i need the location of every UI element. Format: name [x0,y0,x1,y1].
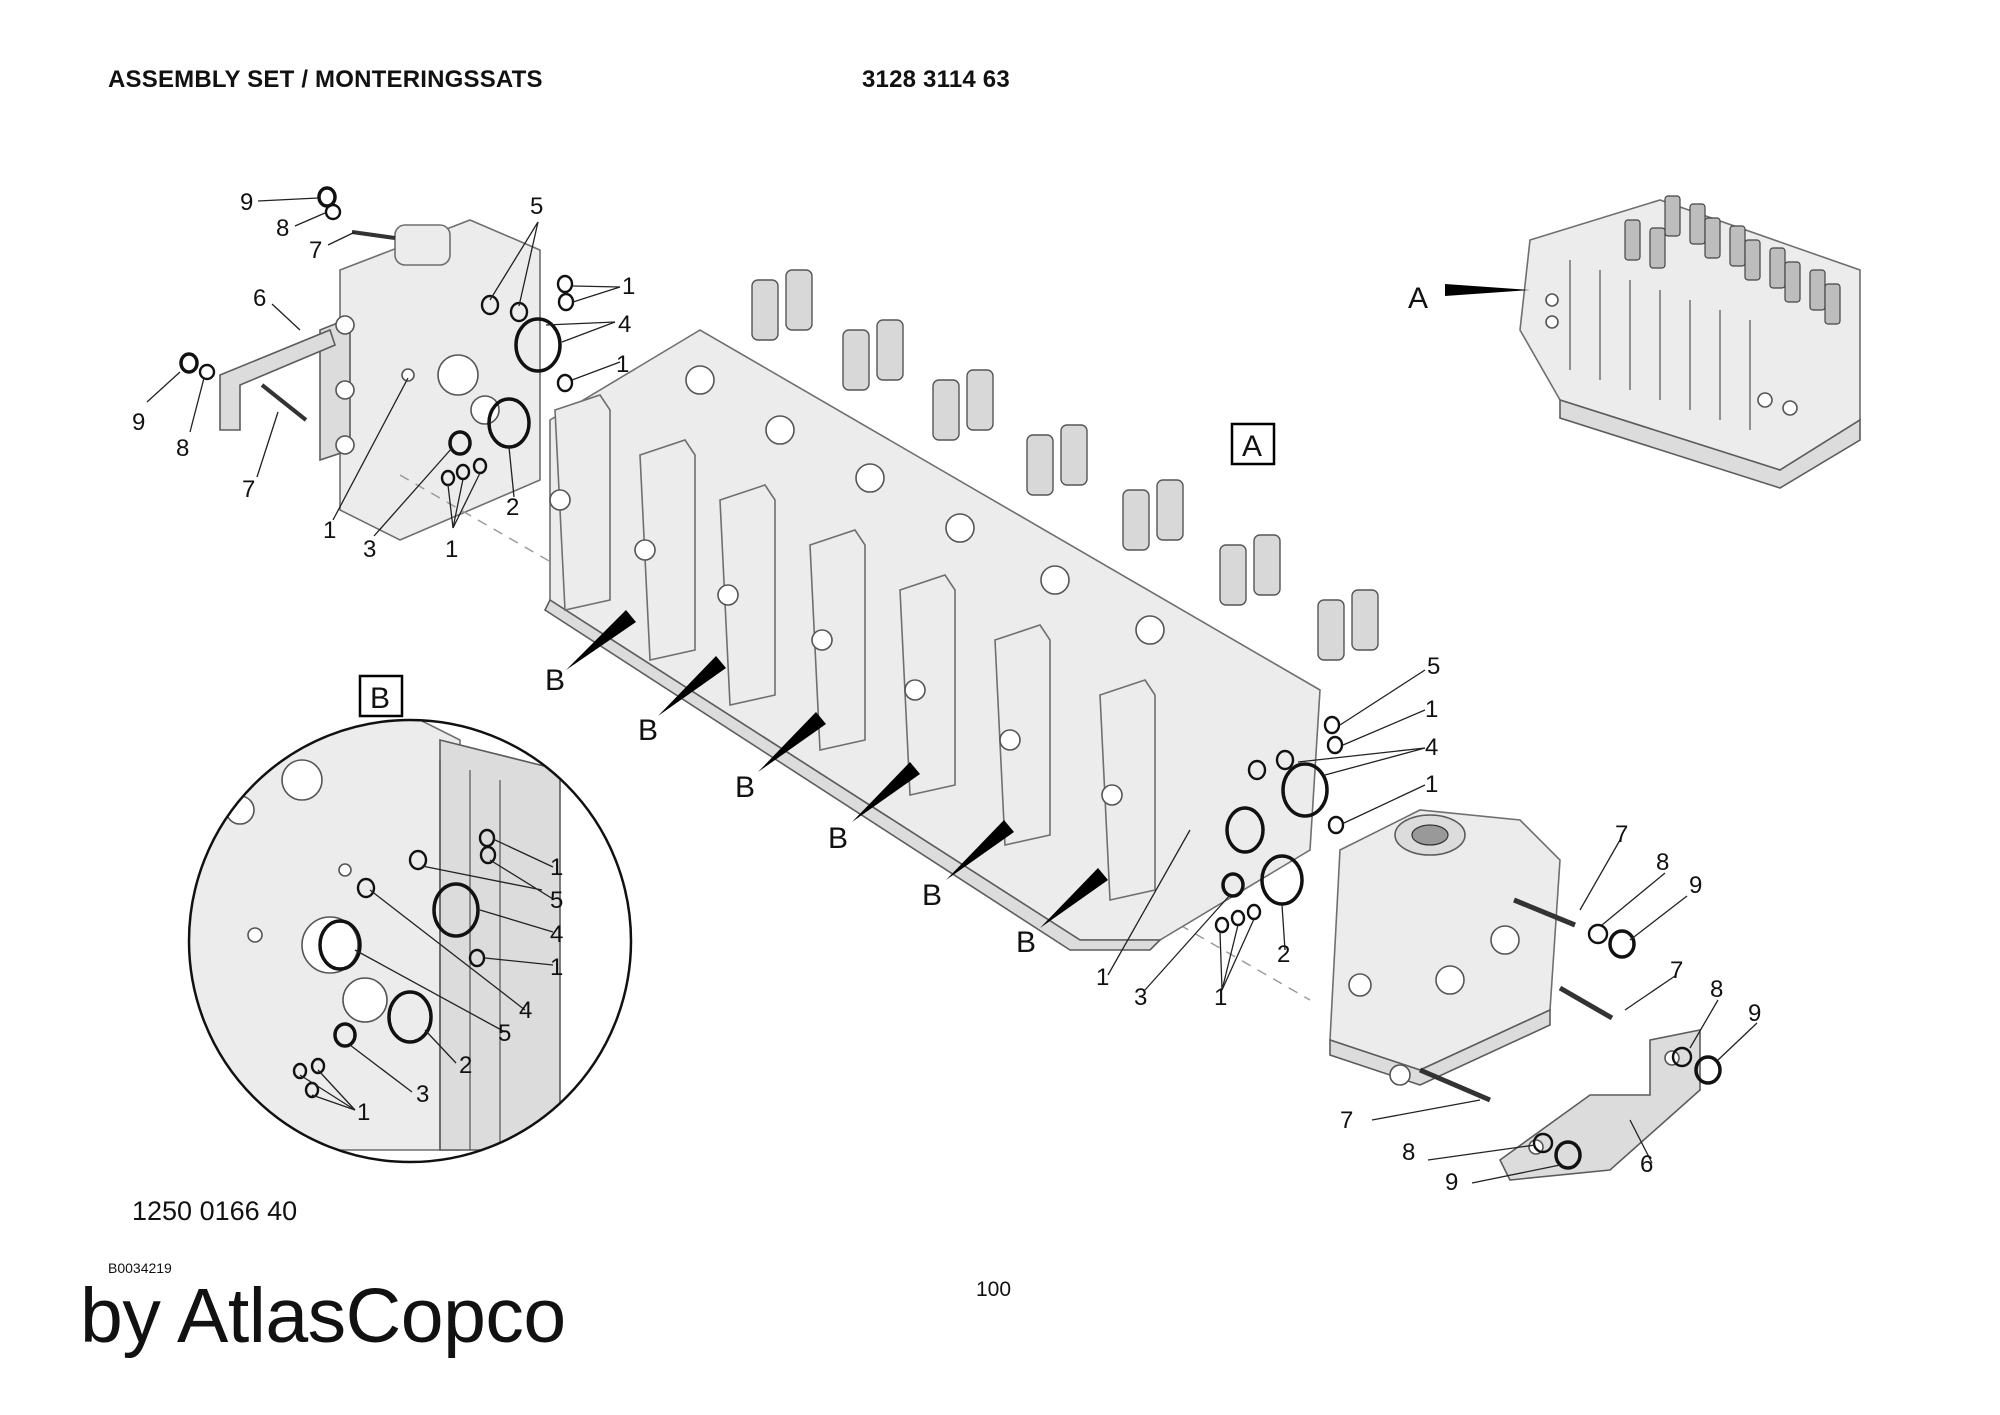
callout-1: 1 [323,517,336,544]
detail-view-b [187,718,633,1164]
callout-7: 7 [1670,957,1683,984]
callout-2: 2 [459,1052,472,1079]
callout-4: 4 [618,311,631,338]
callout-leaders [146,197,1758,1184]
callout-4: 4 [1425,734,1438,761]
view-a-label: A [1242,430,1262,463]
callout-5: 5 [550,887,563,914]
callout-5: 5 [498,1020,511,1047]
callout-9: 9 [1748,1000,1761,1027]
callout-1: 1 [622,273,635,300]
callout-8: 8 [176,435,189,462]
left-end-plate [219,219,541,541]
view-b-pointer-1: B [545,664,565,697]
assembled-valve-inset: A [1408,195,1861,489]
callout-7: 7 [1340,1107,1353,1134]
callout-numbers: 9 8 7 6 9 8 7 5 1 4 1 1 3 1 2 5 1 4 1 1 … [132,189,1761,1196]
callout-5: 5 [1427,653,1440,680]
callout-2: 2 [506,494,519,521]
right-end-plate [1329,809,1701,1181]
view-b-label: B [370,682,390,715]
callout-7: 7 [309,237,322,264]
callout-1: 1 [445,536,458,563]
callout-8: 8 [1710,976,1723,1003]
callout-8: 8 [1402,1139,1415,1166]
callout-3: 3 [363,536,376,563]
view-b-pointer-4: B [828,822,848,855]
view-b-pointer-3: B [735,771,755,804]
view-a-frame [1230,422,1276,466]
view-b-pointer-2: B [638,714,658,747]
callout-5: 5 [530,193,543,220]
callout-9: 9 [132,409,145,436]
valve-section-stack: B B B B B B [543,269,1379,959]
brand-watermark: by AtlasCopco [80,1273,566,1359]
callout-3: 3 [416,1081,429,1108]
callout-1: 1 [616,351,629,378]
callout-1: 1 [357,1099,370,1126]
view-b-pointer-5: B [922,879,942,912]
callout-9: 9 [1689,872,1702,899]
view-b-pointer-6: B [1016,926,1036,959]
image-code: B0034219 [108,1260,172,1276]
drawing-reference-number: 1250 0166 40 [132,1196,298,1226]
callout-6: 6 [1640,1151,1653,1178]
callout-4: 4 [550,921,563,948]
callout-1: 1 [1425,771,1438,798]
callout-9: 9 [1445,1169,1458,1196]
callout-1: 1 [1214,984,1227,1011]
callout-3: 3 [1134,984,1147,1011]
callout-7: 7 [1615,821,1628,848]
callout-8: 8 [1656,849,1669,876]
assembly-part-number: 3128 3114 63 [862,66,1010,93]
callout-6: 6 [253,285,266,312]
callout-1: 1 [550,954,563,981]
callout-7: 7 [242,476,255,503]
callout-4: 4 [519,997,532,1024]
callout-1: 1 [550,854,563,881]
view-a-pointer-label: A [1408,282,1428,315]
view-b-frame [358,674,404,718]
page-number: 100 [976,1278,1012,1301]
callout-9: 9 [240,189,253,216]
callout-8: 8 [276,215,289,242]
callout-2: 2 [1277,941,1290,968]
callout-1: 1 [1425,696,1438,723]
callout-1: 1 [1096,964,1109,991]
document-title: ASSEMBLY SET / MONTERINGSSATS [108,66,543,93]
